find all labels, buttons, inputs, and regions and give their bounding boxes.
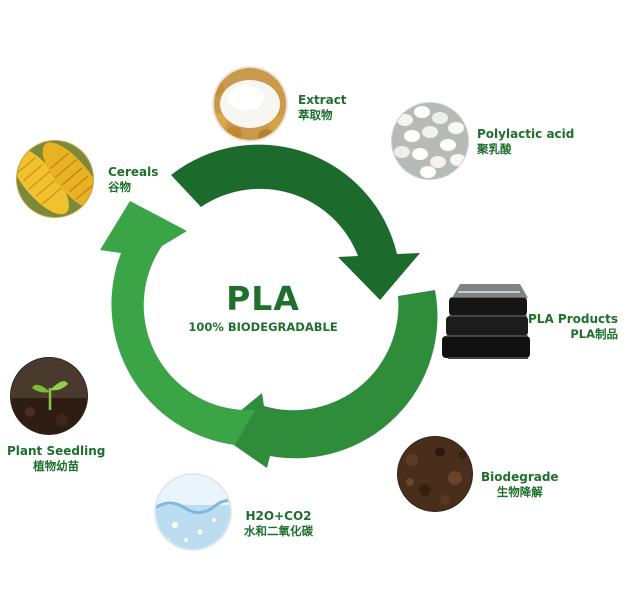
label-products-en: PLA Products [528, 312, 618, 326]
label-products: PLA Products PLA制品 [528, 312, 618, 342]
water-icon [154, 473, 232, 551]
label-cereals-zh: 谷物 [108, 180, 131, 194]
label-biodegrade: Biodegrade 生物降解 [481, 470, 559, 500]
arrow-top-right [171, 144, 420, 300]
food-container-icon [442, 284, 530, 359]
starch-powder-icon [212, 66, 288, 142]
label-polylactic-zh: 聚乳酸 [477, 142, 512, 156]
label-seedling: Plant Seedling 植物幼苗 [7, 444, 105, 474]
center-title: PLA [226, 279, 300, 318]
label-h2o-zh: 水和二氧化碳 [244, 524, 313, 538]
arrow-left [100, 201, 255, 445]
label-biodegrade-zh: 生物降解 [496, 485, 543, 499]
label-h2o: H2O+CO2 水和二氧化碳 [244, 509, 313, 539]
label-extract-en: Extract [298, 93, 347, 107]
label-polylactic-en: Polylactic acid [477, 127, 575, 141]
cycle-arrows [100, 144, 438, 468]
label-h2o-en: H2O+CO2 [245, 509, 312, 523]
arrow-bottom [215, 290, 438, 468]
label-seedling-zh: 植物幼苗 [33, 459, 80, 473]
label-polylactic: Polylactic acid 聚乳酸 [477, 127, 574, 157]
label-extract: Extract 萃取物 [298, 93, 347, 123]
label-cereals-en: Cereals [108, 165, 159, 179]
seedling-icon [10, 357, 88, 435]
label-extract-zh: 萃取物 [298, 108, 333, 122]
soil-icon [397, 436, 473, 512]
center-subtitle: 100% BIODEGRADABLE [188, 320, 338, 334]
corn-icon [16, 140, 94, 218]
pla-pellets-icon [391, 102, 469, 180]
label-products-zh: PLA制品 [570, 327, 618, 341]
label-seedling-en: Plant Seedling [7, 444, 106, 458]
label-biodegrade-en: Biodegrade [481, 470, 559, 484]
label-cereals: Cereals 谷物 [108, 165, 158, 195]
